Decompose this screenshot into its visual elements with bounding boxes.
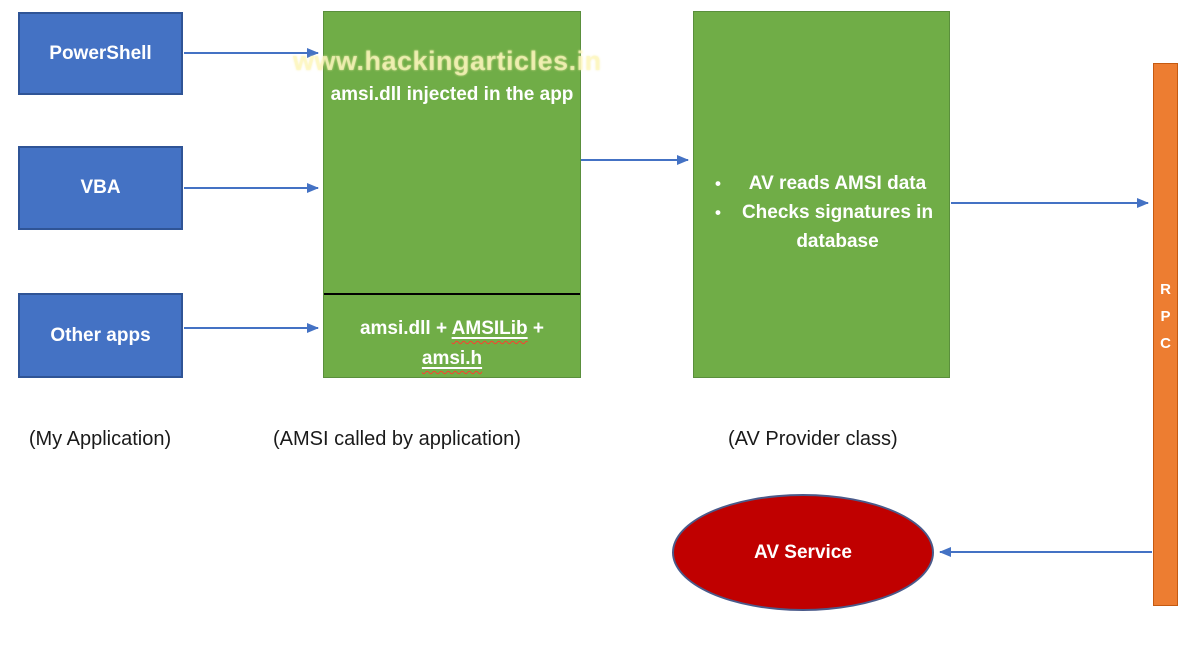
amsi-injected-text: amsi.dll injected in the app (330, 84, 574, 105)
rpc-letter-c: C (1160, 335, 1171, 352)
vba-box-label: VBA (80, 177, 121, 198)
amsi-box: amsi.dll injected in the app amsi.dll + … (323, 11, 581, 378)
amsi-lib-text-part3: + (527, 318, 545, 339)
amsi-box-separator (324, 293, 580, 295)
list-item: • AV reads AMSI data (702, 169, 941, 198)
amsi-lib-text-part2-misspelled: AMSILib (451, 318, 528, 339)
av-service-ellipse: AV Service (672, 494, 934, 611)
av-provider-box: • AV reads AMSI data • Checks signatures… (693, 11, 950, 378)
caption-av-provider-class: (AV Provider class) (728, 428, 898, 450)
bullet-text: AV reads AMSI data (748, 173, 927, 194)
other-apps-box-label: Other apps (50, 324, 151, 346)
list-item: • Checks signatures in database (702, 198, 941, 256)
caption-amsi-called: (AMSI called by application) (273, 428, 521, 450)
rpc-letter-r: R (1160, 281, 1171, 298)
powershell-box-label: PowerShell (49, 42, 152, 64)
vba-box: VBA (18, 146, 183, 230)
bullet-icon: • (715, 203, 721, 222)
amsi-lib-text: amsi.dll + AMSILib + amsi.h (328, 314, 576, 374)
bullet-text: Checks signatures in database (741, 202, 934, 252)
av-provider-bullet-list: • AV reads AMSI data • Checks signatures… (702, 169, 941, 256)
amsi-lib-text-part1: amsi.dll + (359, 318, 452, 339)
caption-my-application: (My Application) (28, 428, 172, 450)
bullet-icon: • (715, 174, 721, 193)
powershell-box: PowerShell (18, 12, 183, 95)
rpc-bar: R P C (1153, 63, 1178, 606)
av-service-label: AV Service (754, 541, 852, 563)
amsi-lib-text-part4-misspelled: amsi.h (421, 348, 483, 369)
rpc-letter-p: P (1160, 308, 1171, 325)
other-apps-box: Other apps (18, 293, 183, 378)
